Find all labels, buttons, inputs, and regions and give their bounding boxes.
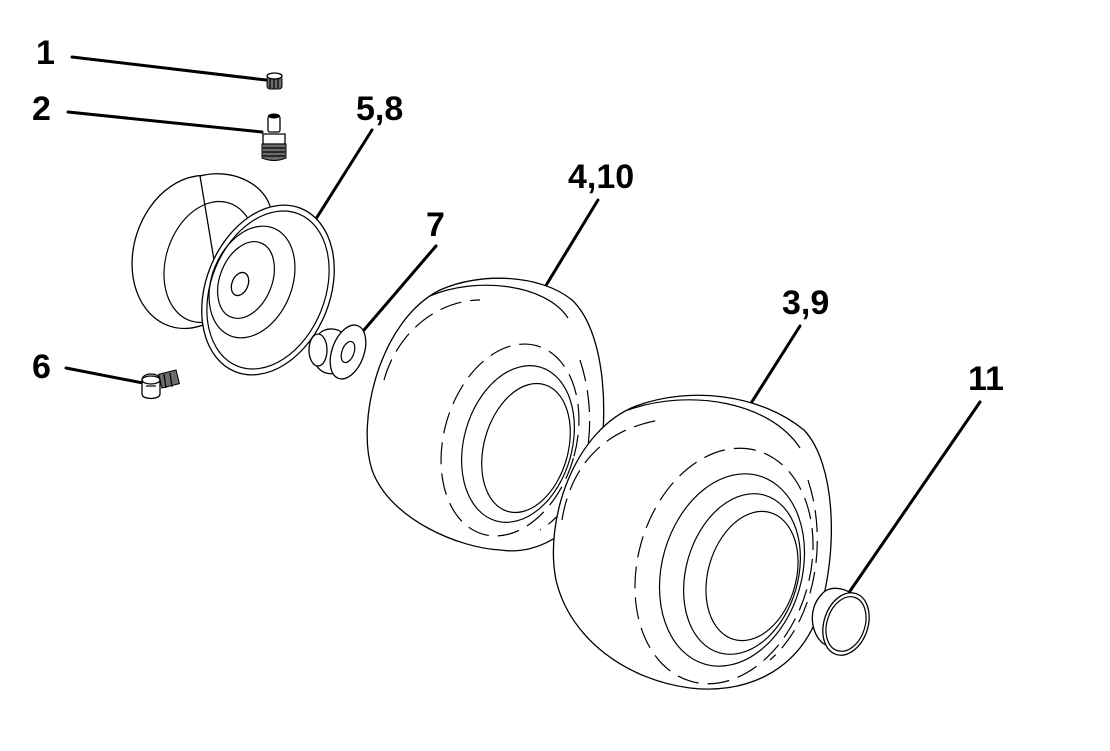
grease-fitting-part <box>141 369 181 400</box>
leader-2 <box>66 110 264 134</box>
callout-6: 6 <box>32 348 51 386</box>
callout-5-8: 5,8 <box>356 90 403 128</box>
leader-6 <box>64 366 150 386</box>
callout-1: 1 <box>36 34 55 72</box>
leader-11 <box>846 400 982 596</box>
callout-7: 7 <box>426 206 445 244</box>
leader-5-8 <box>312 128 374 224</box>
callout-11: 11 <box>968 360 1004 398</box>
hub-cap-part <box>811 587 870 656</box>
valve-cap-part <box>266 72 283 90</box>
callout-3-9: 3,9 <box>782 284 829 322</box>
callout-4-10: 4,10 <box>568 158 634 196</box>
valve-stem-part <box>261 113 287 161</box>
tire-rear-part <box>552 394 832 690</box>
callout-2: 2 <box>32 90 51 128</box>
wheel-rim-part <box>131 173 335 376</box>
leader-3-9 <box>746 324 802 410</box>
leader-7 <box>362 244 438 332</box>
bushing-part <box>308 324 367 380</box>
leader-4-10 <box>540 198 600 294</box>
leader-1 <box>70 55 268 82</box>
